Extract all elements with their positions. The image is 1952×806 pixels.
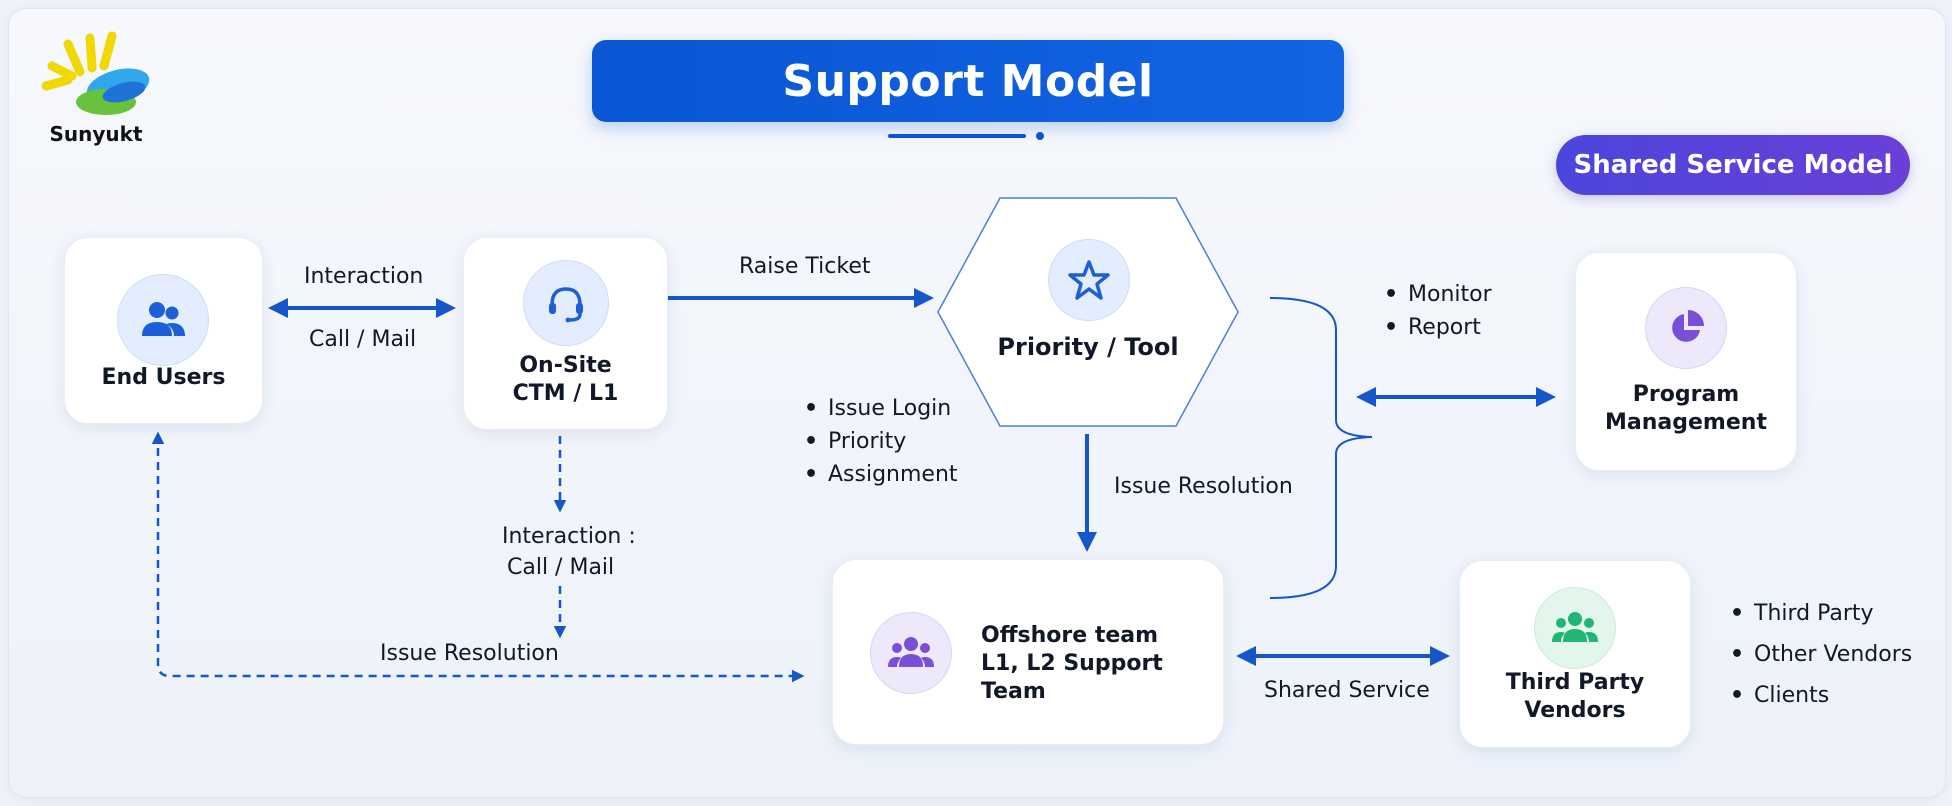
users-icon [117,274,209,366]
edge-label-issue-resolution-left: Issue Resolution [380,641,559,666]
program-management-label: Program Management [1605,382,1767,435]
edge-label-shared-service: Shared Service [1264,678,1430,703]
onsite-label: On-Site CTM / L1 [512,353,619,406]
page-title: Support Model [592,40,1344,122]
end-users-card[interactable]: End Users [64,237,263,424]
list-item: Clients [1730,675,1912,716]
program-management-card[interactable]: Program Management [1575,252,1797,471]
edge-label-interaction-colon: Interaction : [502,524,636,549]
list-item: Other Vendors [1730,634,1912,675]
list-item: Priority [804,425,958,458]
group-icon [870,612,952,694]
list-item: Assignment [804,458,958,491]
sunyukt-logo [41,31,150,115]
grouping-bracket [1269,297,1373,599]
priority-tool-label: Priority / Tool [997,333,1179,361]
offshore-team-label: Offshore team L1, L2 Support Team [981,623,1163,704]
monitor-list: Monitor Report [1384,278,1492,344]
third-party-vendors-card[interactable]: Third Party Vendors [1459,560,1691,748]
list-item: Third Party [1730,593,1912,634]
offshore-team-card[interactable]: Offshore team L1, L2 Support Team [832,559,1224,745]
edge-label-interaction: Interaction [304,264,424,289]
list-item: Monitor [1384,278,1492,311]
third-party-vendors-label: Third Party Vendors [1505,670,1645,723]
dashed-arrow-issue-resolution [151,431,805,683]
star-icon [1048,239,1130,321]
shared-service-model-badge: Shared Service Model [1556,135,1910,195]
vendors-list: Third Party Other Vendors Clients [1730,593,1912,716]
title-underline [888,132,1044,140]
end-users-label: End Users [101,365,226,390]
edge-label-raise-ticket: Raise Ticket [739,254,871,279]
list-item: Report [1384,311,1492,344]
list-item: Issue Login [804,392,958,425]
headset-icon [523,260,609,346]
edge-label-issue-resolution-center: Issue Resolution [1114,474,1293,499]
group-icon [1534,587,1616,669]
logo-text: Sunyukt [49,122,143,146]
pie-chart-icon [1645,287,1727,369]
edge-label-call-mail-2: Call / Mail [507,555,615,580]
ticket-steps-list: Issue Login Priority Assignment [804,392,958,491]
edge-label-call-mail: Call / Mail [309,327,417,352]
onsite-card[interactable]: On-Site CTM / L1 [463,237,668,430]
